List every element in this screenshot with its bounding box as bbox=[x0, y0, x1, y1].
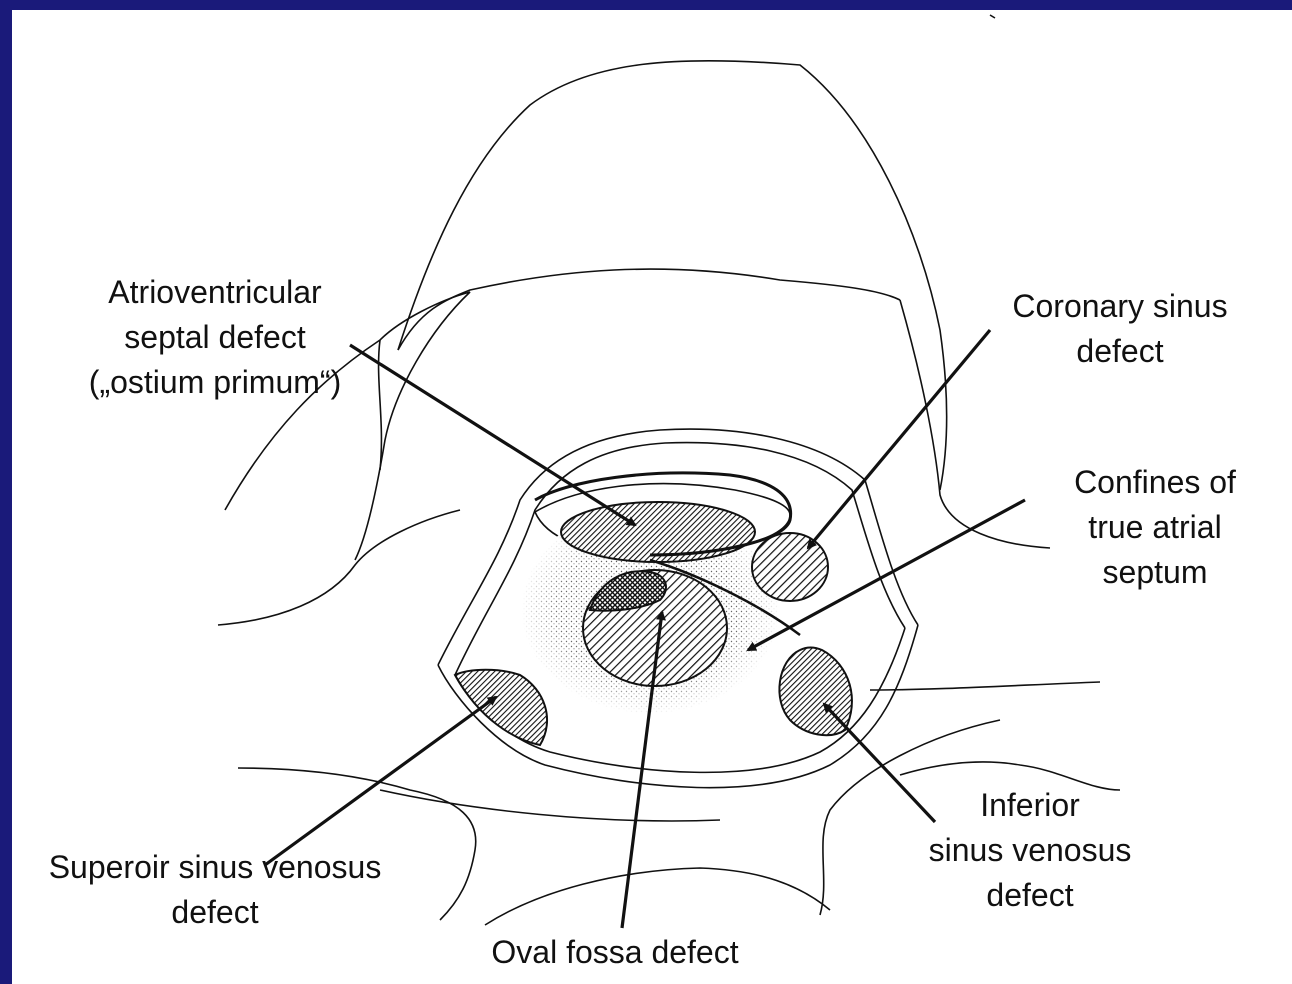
label-inferior-sinus-venosus-defect: Inferior sinus venosus defect bbox=[900, 783, 1160, 918]
label-oval-fossa-defect: Oval fossa defect bbox=[455, 930, 775, 975]
arrow-av-septal bbox=[350, 345, 635, 525]
av-septal-defect-shape bbox=[561, 502, 755, 562]
arrow-coronary-sinus bbox=[808, 330, 990, 548]
label-superior-sinus-venosus-defect: Superoir sinus venosus defect bbox=[15, 845, 415, 935]
coronary-sinus-defect-shape bbox=[752, 533, 828, 601]
label-atrioventricular-septal-defect: Atrioventricular septal defect („ostium … bbox=[60, 270, 370, 405]
label-confines-true-atrial-septum: Confines of true atrial septum bbox=[1040, 460, 1270, 595]
label-coronary-sinus-defect: Coronary sinus defect bbox=[975, 284, 1265, 374]
arrow-superior-sinus bbox=[265, 697, 496, 865]
superior-sinus-venosus-defect-shape bbox=[455, 670, 547, 745]
